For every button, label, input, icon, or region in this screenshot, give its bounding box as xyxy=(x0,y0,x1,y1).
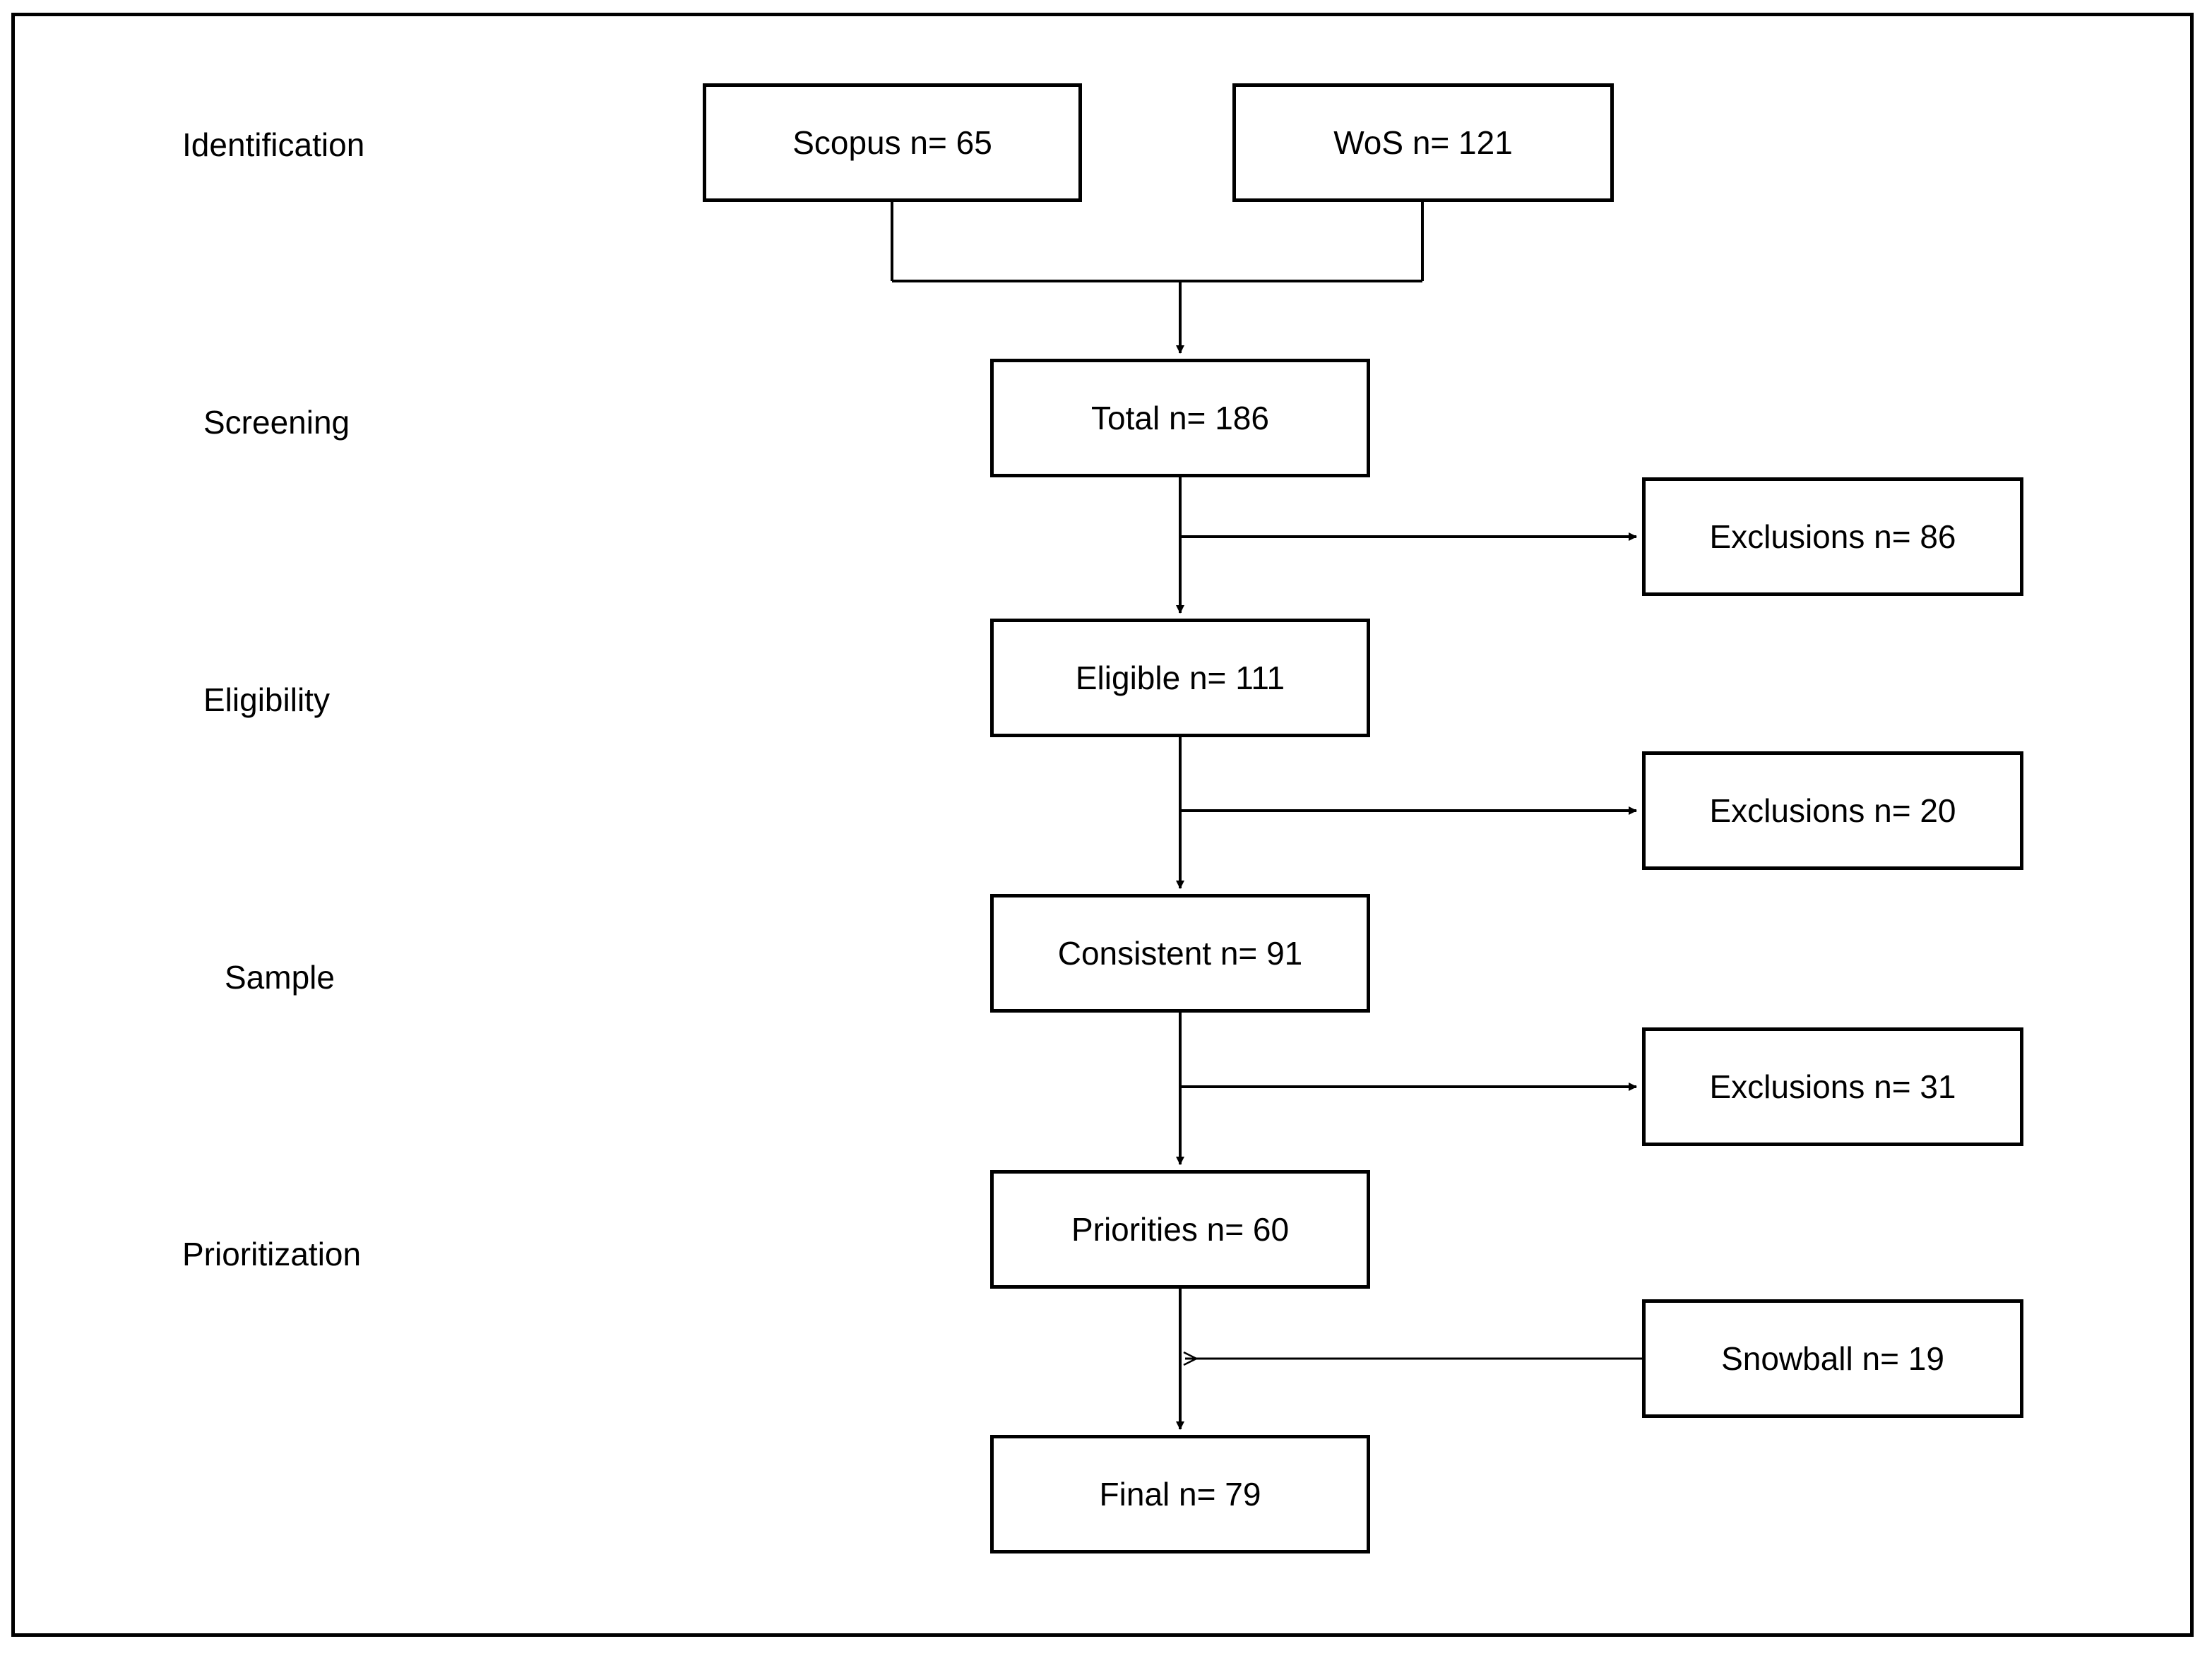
box-total: Total n= 186 xyxy=(990,359,1370,477)
box-final-label: Final n= 79 xyxy=(1099,1476,1261,1513)
box-exclusions-31: Exclusions n= 31 xyxy=(1642,1027,2023,1146)
box-eligible: Eligible n= 111 xyxy=(990,619,1370,737)
box-final: Final n= 79 xyxy=(990,1435,1370,1553)
diagram-outer-frame xyxy=(11,13,2194,1637)
box-consistent: Consistent n= 91 xyxy=(990,894,1370,1013)
box-total-label: Total n= 186 xyxy=(1091,400,1269,436)
stage-label-eligibility: Eligibility xyxy=(203,681,330,718)
box-priorities-label: Priorities n= 60 xyxy=(1071,1211,1290,1248)
stage-label-sample: Sample xyxy=(225,959,335,996)
box-exclusions-20: Exclusions n= 20 xyxy=(1642,751,2023,870)
box-consistent-label: Consistent n= 91 xyxy=(1057,935,1303,972)
box-exclusions-20-label: Exclusions n= 20 xyxy=(1709,792,1956,829)
box-exclusions-31-label: Exclusions n= 31 xyxy=(1709,1068,1956,1105)
box-exclusions-86-label: Exclusions n= 86 xyxy=(1709,518,1956,555)
box-scopus: Scopus n= 65 xyxy=(703,83,1082,202)
box-eligible-label: Eligible n= 111 xyxy=(1075,660,1285,696)
stage-label-screening: Screening xyxy=(203,404,350,441)
box-wos: WoS n= 121 xyxy=(1232,83,1614,202)
stage-label-prioritization: Prioritization xyxy=(182,1236,362,1272)
stage-label-identification: Identification xyxy=(182,126,365,163)
box-exclusions-86: Exclusions n= 86 xyxy=(1642,477,2023,596)
box-snowball: Snowball n= 19 xyxy=(1642,1299,2023,1418)
box-priorities: Priorities n= 60 xyxy=(990,1170,1370,1289)
box-wos-label: WoS n= 121 xyxy=(1333,124,1513,161)
box-scopus-label: Scopus n= 65 xyxy=(792,124,992,161)
box-snowball-label: Snowball n= 19 xyxy=(1721,1340,1944,1377)
